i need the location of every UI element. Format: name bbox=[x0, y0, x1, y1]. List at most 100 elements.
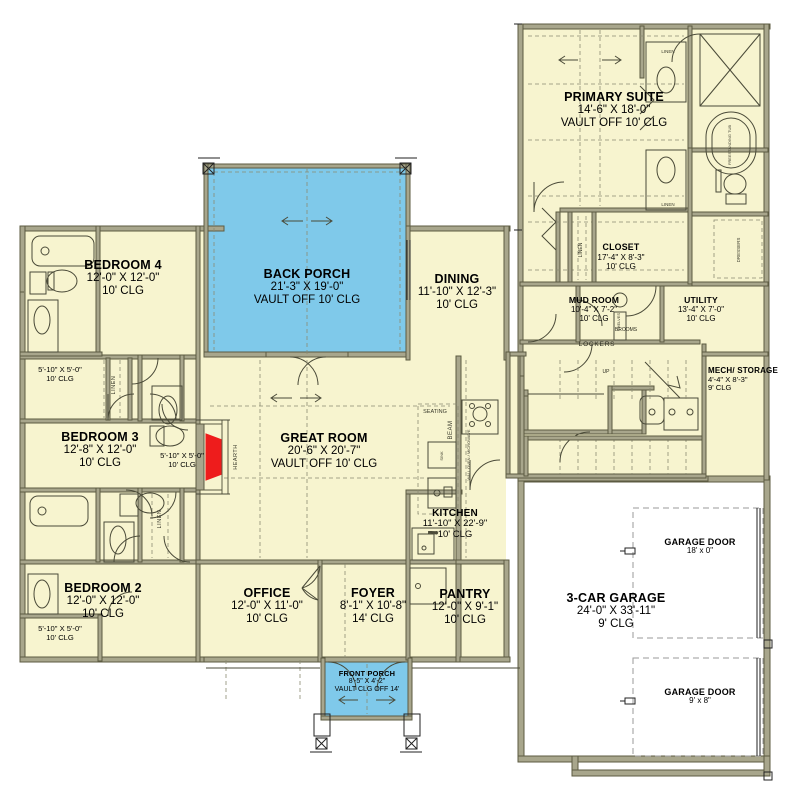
room-label-bedroom-3: BEDROOM 3 12'-8" X 12'-0" 10' CLG bbox=[35, 430, 165, 470]
svg-text:LINEN: LINEN bbox=[661, 202, 674, 207]
garage-door-size: 18' x 0" bbox=[686, 546, 714, 556]
room-dimensions: 13'-4" X 7'-0" bbox=[677, 304, 725, 314]
room-name: BEDROOM 3 bbox=[61, 430, 139, 444]
room-dimensions: 20'-6" X 20'-7" bbox=[287, 445, 361, 457]
room-ceiling: 10' CLG bbox=[437, 528, 473, 540]
room-ceiling: 10' CLG bbox=[79, 456, 121, 469]
room-name: CLOSET bbox=[602, 242, 640, 252]
room-label-utility: UTILITY 13'-4" X 7'-0" 10' CLG bbox=[655, 295, 747, 324]
bath-label-bedroom-4: 5'-10" X 5'-0" 10' CLG bbox=[24, 365, 96, 383]
bath-dimensions: 5'-10" X 5'-0" bbox=[38, 624, 82, 633]
room-dimensions: 12'-0" X 12'-0" bbox=[66, 595, 140, 607]
room-ceiling: 10' CLG bbox=[102, 284, 144, 297]
room-label-primary-suite: PRIMARY SUITE 14'-6" X 18'-0" VAULT OFF … bbox=[534, 90, 694, 130]
room-ceiling: 10' CLG bbox=[444, 613, 486, 626]
bath-ceiling: 10' CLG bbox=[46, 632, 74, 642]
room-dimensions: 12'-0" X 11'-0" bbox=[231, 600, 303, 612]
bath-label-bedroom-3: 5'-10" X 5'-0" 10' CLG bbox=[146, 451, 218, 469]
svg-text:BEAM: BEAM bbox=[448, 420, 454, 439]
garage-door-size: 9' x 8" bbox=[689, 696, 711, 706]
room-dimensions: 12'-0" X 12'-0" bbox=[86, 272, 160, 284]
room-name: MUD ROOM bbox=[568, 295, 620, 305]
room-dimensions: 4'-4" X 8'-3" bbox=[708, 374, 748, 384]
room-name: PANTRY bbox=[439, 587, 491, 601]
garage-door-label-2: GARAGE DOOR 9' x 8" bbox=[645, 687, 755, 706]
linen-label-1: LINEN bbox=[110, 375, 117, 395]
room-dimensions: 12'-8" X 12'-0" bbox=[63, 444, 137, 456]
svg-text:LINEN: LINEN bbox=[661, 49, 674, 54]
room-dimensions: 12'-0" X 9'-1" bbox=[431, 601, 499, 613]
room-name: 3-CAR GARAGE bbox=[566, 591, 666, 605]
room-name: BEDROOM 2 bbox=[64, 581, 142, 595]
room-dimensions: 11'-10" X 12'-3" bbox=[417, 286, 497, 298]
room-name: BACK PORCH bbox=[263, 267, 351, 281]
room-label-foyer: FOYER 8'-1" X 10'-8" 14' CLG bbox=[318, 586, 428, 626]
room-ceiling: 10' CLG bbox=[606, 262, 636, 272]
room-dimensions: 21'-3" X 19'-0" bbox=[270, 281, 344, 293]
room-ceiling: 10' CLG bbox=[686, 313, 716, 323]
room-dimensions: 24'-0" X 33'-11" bbox=[576, 605, 656, 617]
room-name: KITCHEN bbox=[432, 508, 478, 519]
room-ceiling: 10' CLG bbox=[579, 313, 609, 323]
room-label-back-porch: BACK PORCH 21'-3" X 19'-0" VAULT OFF 10'… bbox=[232, 267, 382, 307]
lockers-label: LOCKERS bbox=[578, 341, 616, 348]
room-ceiling: 10' CLG bbox=[246, 612, 288, 625]
room-label-bedroom-2: BEDROOM 2 12'-0" X 12'-0" 10' CLG bbox=[38, 581, 168, 621]
room-name: MECH/ STORAGE bbox=[708, 366, 779, 375]
up-label: UP bbox=[602, 369, 610, 375]
room-ceiling: 9' CLG bbox=[708, 383, 732, 393]
room-name: FOYER bbox=[350, 586, 396, 600]
svg-text:DRESSERS: DRESSERS bbox=[736, 238, 741, 263]
garage-door-name: GARAGE DOOR bbox=[664, 687, 736, 697]
bath-dimensions: 5'-10" X 5'-0" bbox=[160, 451, 204, 460]
room-ceiling: 10' CLG bbox=[436, 298, 478, 311]
room-dimensions: 14'-6" X 18'-0" bbox=[577, 104, 651, 116]
room-label-mech-storage: MECH/ STORAGE 4'-4" X 8'-3" 9' CLG bbox=[708, 366, 779, 393]
room-name: GREAT ROOM bbox=[280, 431, 368, 445]
room-dimensions: 11'-10" X 22'-9" bbox=[422, 518, 488, 530]
svg-text:LINEN: LINEN bbox=[578, 242, 584, 257]
room-name: PRIMARY SUITE bbox=[564, 90, 664, 104]
svg-text:FRIG: FRIG bbox=[428, 530, 438, 535]
room-name: FRONT PORCH bbox=[338, 669, 396, 678]
room-name: UTILITY bbox=[684, 295, 718, 305]
room-ceiling: 9' CLG bbox=[598, 617, 634, 630]
room-dimensions: 17'-4" X 8'-3" bbox=[597, 252, 645, 262]
room-label-dining: DINING 11'-10" X 12'-3" 10' CLG bbox=[397, 272, 517, 312]
bath-ceiling: 10' CLG bbox=[46, 373, 74, 383]
room-label-great-room: GREAT ROOM 20'-6" X 20'-7" VAULT OFF 10'… bbox=[249, 431, 399, 471]
room-ceiling: VAULT OFF 10' CLG bbox=[560, 116, 668, 129]
room-label-bedroom-4: BEDROOM 4 12'-0" X 12'-0" 10' CLG bbox=[58, 258, 188, 298]
bath-label-bedroom-2: 5'-10" X 5'-0" 10' CLG bbox=[24, 624, 96, 642]
svg-text:SHELVES: SHELVES bbox=[616, 313, 621, 331]
room-label-pantry: PANTRY 12'-0" X 9'-1" 10' CLG bbox=[410, 587, 520, 627]
room-dimensions: 10'-4" X 7'-2" bbox=[570, 304, 618, 314]
svg-text:WALL OVEN / MICROWAVE: WALL OVEN / MICROWAVE bbox=[466, 429, 471, 480]
room-ceiling: VAULT OFF 10' CLG bbox=[270, 457, 378, 470]
room-ceiling: 14' CLG bbox=[352, 612, 394, 625]
garage-door-label-1: GARAGE DOOR 18' x 0" bbox=[645, 537, 755, 556]
room-name: OFFICE bbox=[243, 586, 291, 600]
svg-text:SEATING: SEATING bbox=[423, 409, 447, 415]
svg-text:FREESTANDING TUB: FREESTANDING TUB bbox=[727, 125, 732, 165]
room-name: BEDROOM 4 bbox=[84, 258, 162, 272]
room-label-kitchen: KITCHEN 11'-10" X 22'-9" 10' CLG bbox=[400, 508, 510, 540]
svg-text:SINK: SINK bbox=[439, 451, 444, 461]
room-dimensions: 8'-5" X 4'-2" bbox=[348, 678, 386, 686]
room-ceiling: VAULT OFF 10' CLG bbox=[253, 293, 361, 306]
room-label-garage: 3-CAR GARAGE 24'-0" X 33'-11" 9' CLG bbox=[546, 591, 686, 631]
svg-text:HEARTH: HEARTH bbox=[233, 444, 239, 470]
room-label-front-porch: FRONT PORCH 8'-5" X 4'-2" VAULT CLG OFF … bbox=[323, 669, 411, 694]
room-ceiling: VAULT CLG OFF 14' bbox=[334, 686, 400, 694]
linen-label-2: LINEN bbox=[156, 509, 163, 529]
room-ceiling: 10' CLG bbox=[82, 607, 124, 620]
garage-door-name: GARAGE DOOR bbox=[664, 537, 736, 547]
room-label-mud-room: MUD ROOM 10'-4" X 7'-2" 10' CLG bbox=[548, 295, 640, 324]
room-name: DINING bbox=[434, 272, 480, 286]
room-dimensions: 8'-1" X 10'-8" bbox=[339, 600, 407, 612]
room-label-office: OFFICE 12'-0" X 11'-0" 10' CLG bbox=[212, 586, 322, 626]
bath-ceiling: 10' CLG bbox=[168, 459, 196, 469]
brooms-label: BROOMS bbox=[614, 327, 638, 333]
